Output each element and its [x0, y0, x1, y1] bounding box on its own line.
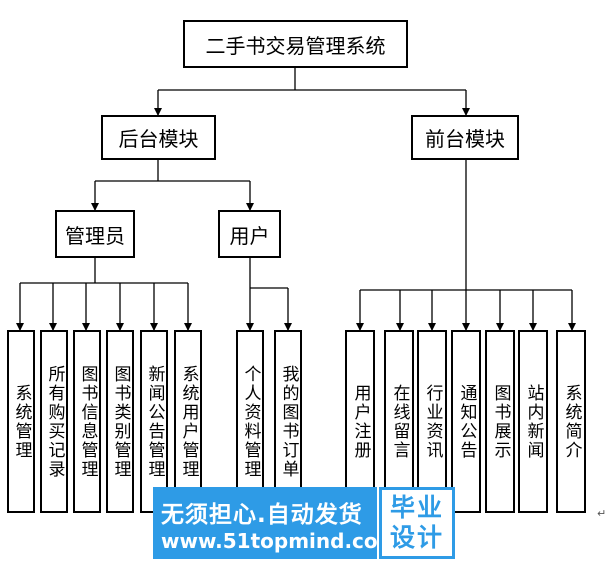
- leaf-industry-news: 行业资讯: [417, 330, 447, 513]
- leaf-system-management: 系统管理: [7, 330, 35, 513]
- paragraph-mark: ↵: [597, 507, 607, 520]
- user-node: 用户: [218, 210, 281, 258]
- leaf-purchase-records: 所有购买记录: [40, 330, 68, 513]
- watermark-slogan: 无须担心.自动发货: [161, 502, 363, 528]
- leaf-book-category-management: 图书类别管理: [106, 330, 134, 513]
- leaf-system-intro: 系统简介: [556, 330, 586, 513]
- leaf-site-news: 站内新闻: [518, 330, 548, 513]
- backend-module-node: 后台模块: [101, 115, 216, 160]
- watermark-badge-bottom: 设计: [389, 523, 444, 552]
- leaf-system-user-management: 系统用户管理: [174, 330, 202, 513]
- watermark-url: www.51topmind.com: [161, 529, 399, 553]
- watermark-banner: 无须担心.自动发货 www.51topmind.com 毕业 设计: [153, 487, 455, 559]
- leaf-news-management: 新闻公告管理: [140, 330, 168, 513]
- watermark-badge: 毕业 设计: [379, 487, 455, 559]
- watermark-left-panel: 无须担心.自动发货 www.51topmind.com: [153, 487, 398, 559]
- leaf-profile-management: 个人资料管理: [236, 330, 264, 513]
- root-node: 二手书交易管理系统: [183, 20, 408, 68]
- admin-node: 管理员: [55, 210, 135, 258]
- frontend-module-node: 前台模块: [411, 115, 519, 160]
- leaf-my-orders: 我的图书订单: [274, 330, 302, 513]
- leaf-notice: 通知公告: [451, 330, 481, 513]
- leaf-book-info-management: 图书信息管理: [73, 330, 101, 513]
- leaf-online-message: 在线留言: [384, 330, 414, 513]
- leaf-user-register: 用户注册: [345, 330, 375, 513]
- watermark-badge-top: 毕业: [389, 493, 444, 522]
- leaf-book-display: 图书展示: [485, 330, 515, 513]
